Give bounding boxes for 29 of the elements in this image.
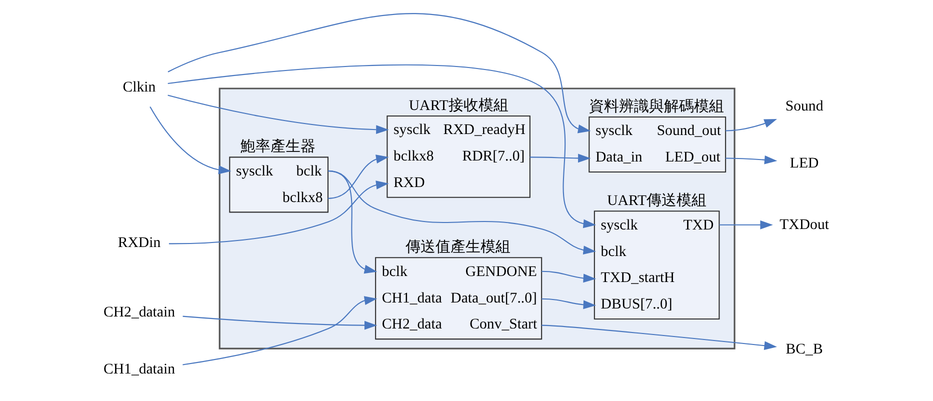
arrow: [182, 296, 378, 365]
node-label: 鮑率產生器: [240, 138, 316, 155]
node-text: RXDin: [118, 234, 161, 250]
node-label: UART傳送模組: [607, 192, 707, 208]
node-text: Clkin: [122, 78, 156, 95]
node-text: Sound: [785, 98, 824, 114]
arrow: [530, 153, 591, 162]
node-text: CH1_datain: [103, 361, 176, 378]
node-label: 傳送值產生模組: [406, 239, 511, 256]
arrow: [328, 154, 389, 198]
arrow: [542, 324, 777, 350]
arrow: [150, 106, 232, 174]
arrow: [182, 315, 378, 330]
arrow: [726, 154, 778, 164]
arrow: [719, 220, 773, 229]
node-label: 資料辨識與解碼模組: [589, 98, 724, 114]
arrow: [168, 180, 389, 244]
node-text: TXDout: [780, 216, 829, 232]
arrow: [542, 298, 596, 309]
arrow: [168, 94, 389, 134]
node-text: LED: [790, 154, 819, 171]
node-text: CH2_datain: [103, 304, 176, 320]
arrow: [542, 270, 596, 282]
arrow: [328, 170, 596, 254]
node-text: BC_B: [786, 341, 823, 358]
arrow: [168, 64, 596, 228]
arrow: [168, 12, 591, 133]
arrow: [726, 118, 777, 131]
node-label: UART接收模組: [408, 97, 508, 114]
